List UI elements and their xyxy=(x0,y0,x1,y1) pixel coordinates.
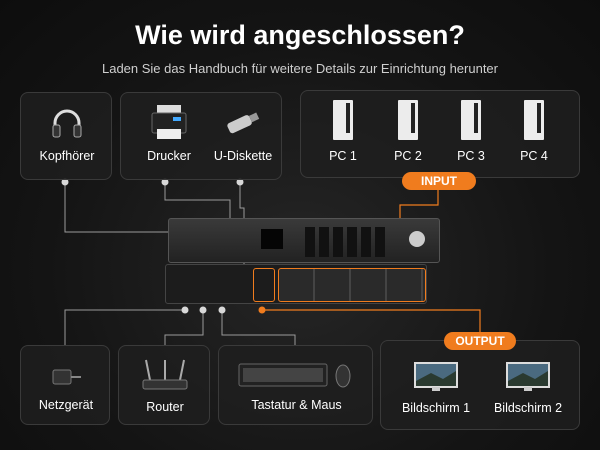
monitor-box: Bildschirm 1 Bildschirm 2 xyxy=(380,340,580,430)
page-subtitle: Laden Sie das Handbuch für weitere Detai… xyxy=(101,61,498,76)
router-label: Router xyxy=(146,400,184,414)
pc-tower-icon xyxy=(461,100,481,140)
pc-item: PC 1 xyxy=(313,99,373,163)
headphones-icon xyxy=(52,109,82,138)
keyboard-item: Tastatur & Maus xyxy=(219,360,374,412)
pc-item: PC 4 xyxy=(504,99,564,163)
kvm-switch-front xyxy=(168,218,440,263)
monitor-icon xyxy=(414,362,458,391)
pc-tower-icon xyxy=(333,100,353,140)
keyboard-box: Tastatur & Maus xyxy=(218,345,373,425)
monitor-icon xyxy=(506,362,550,391)
usb-drive-icon xyxy=(227,112,260,134)
printer-item: Drucker xyxy=(129,103,209,163)
keyboard-mouse-icon xyxy=(238,363,350,388)
printer-icon xyxy=(151,105,187,139)
pc-box: PC 1 PC 2 PC 3 PC 4 xyxy=(300,90,580,178)
router-icon xyxy=(142,359,188,390)
pc-item: PC 3 xyxy=(441,99,501,163)
keyboard-label: Tastatur & Maus xyxy=(251,398,342,412)
pc-label: PC 1 xyxy=(329,149,357,163)
pc-label: PC 2 xyxy=(394,149,422,163)
pc-tower-icon xyxy=(524,100,544,140)
power-adapter-icon xyxy=(52,369,81,385)
usb-item: U-Diskette xyxy=(207,103,279,163)
input-badge: INPUT xyxy=(402,172,476,190)
monitor-item: Bildschirm 2 xyxy=(483,361,573,415)
monitor-label: Bildschirm 2 xyxy=(493,401,563,415)
power-box: Netzgerät xyxy=(20,345,110,425)
pc-label: PC 4 xyxy=(520,149,548,163)
router-box: Router xyxy=(118,345,210,425)
printer-label: Drucker xyxy=(147,149,191,163)
headphones-item: Kopfhörer xyxy=(21,105,113,163)
monitor-item: Bildschirm 1 xyxy=(391,361,481,415)
pc-tower-icon xyxy=(398,100,418,140)
router-item: Router xyxy=(119,358,211,414)
headphones-label: Kopfhörer xyxy=(39,149,95,163)
usb-label: U-Diskette xyxy=(213,149,273,163)
power-item: Netzgerät xyxy=(21,362,111,412)
output-badge: OUTPUT xyxy=(444,332,516,350)
power-label: Netzgerät xyxy=(38,398,94,412)
pc-label: PC 3 xyxy=(457,149,485,163)
headphones-box: Kopfhörer xyxy=(20,92,112,180)
page-title: Wie wird angeschlossen? xyxy=(135,20,465,50)
kvm-switch-back xyxy=(165,264,427,304)
pc-item: PC 2 xyxy=(378,99,438,163)
printer-usb-box: Drucker U-Diskette xyxy=(120,92,282,180)
monitor-label: Bildschirm 1 xyxy=(401,401,471,415)
